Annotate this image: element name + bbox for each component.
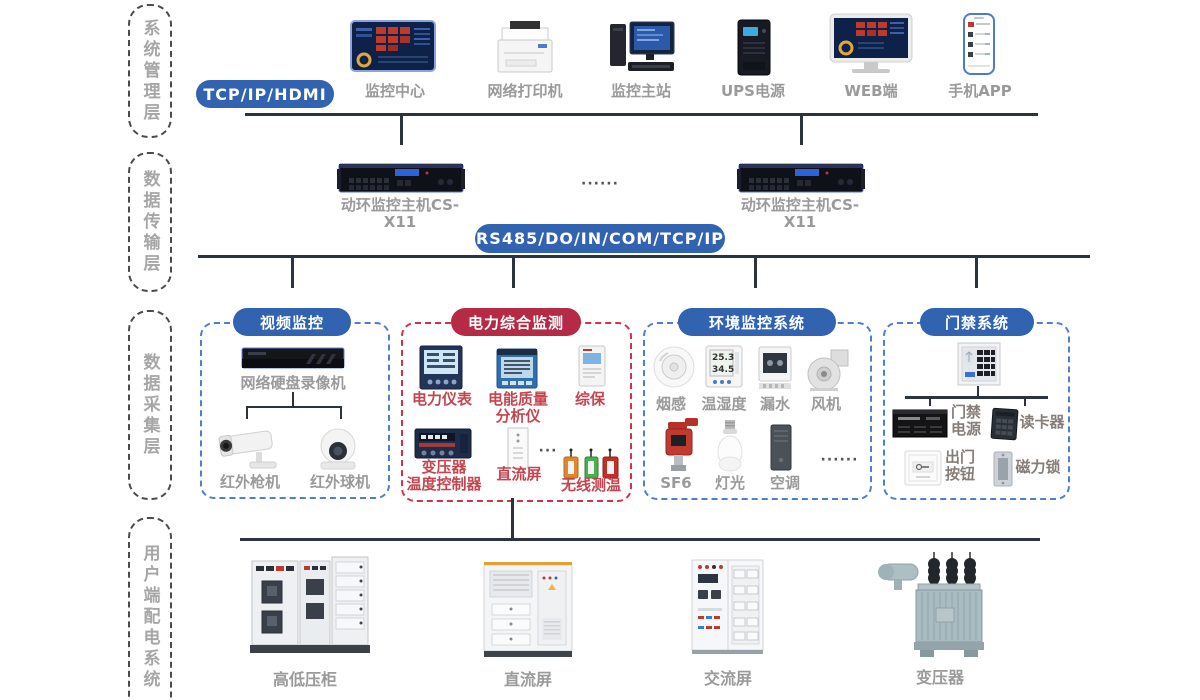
wireless-temp-sensors-image [562,448,620,480]
label-wireless-temp: 无线测温 [560,476,621,494]
label-nvr: 网络硬盘录像机 [240,374,346,392]
label-smoke-detector: 烟感 [655,395,686,413]
video-tree-stem [292,392,294,407]
dome-camera-image [314,424,362,472]
label-air-conditioner: 空调 [769,474,800,492]
connector-access-group [975,257,978,288]
bus-distribution [240,538,1040,541]
th-hum-value: 34.5 [712,365,734,375]
access-tree-bar [905,396,1048,399]
power-group-pill: 电力综合监测 [451,308,581,336]
access-group-pill: 门禁系统 [920,308,1034,336]
label-magnetic-lock: 磁力锁 [1015,458,1061,476]
ac-panel-image [690,556,765,656]
mobile-app-image [963,13,995,75]
host-left-image [337,160,465,196]
access-power-image [892,406,948,439]
label-temp-humidity: 温湿度 [701,395,747,413]
label-access-power: 门禁 电源 [950,403,981,439]
label-protection-relay: 综保 [574,390,605,408]
video-tree-left [246,408,248,419]
label-fan: 风机 [810,395,841,413]
access-tree-left [929,399,931,406]
transmission-ellipsis: ······ [581,176,619,192]
connector-host-right [800,115,803,145]
monitoring-station-image [608,18,678,78]
ac-controller-image [770,424,792,471]
connector-power-distribution [511,498,514,540]
host-right-image [737,160,865,196]
keypad-image [957,342,1001,386]
video-tree-right [340,408,342,419]
transformer-temp-controller-image [414,428,472,459]
label-exit-button: 出门 按钮 [944,448,975,484]
bus-collection [198,255,1090,258]
label-power-meter: 电力仪表 [411,390,472,408]
rs485-pill: RS485/DO/IN/COM/TCP/IP [475,224,725,253]
label-network-printer: 网络打印机 [487,82,563,100]
protection-relay-image [578,345,606,387]
connector-host-left [400,115,403,145]
label-mobile-app: 手机APP [948,82,1012,100]
label-light: 灯光 [714,474,745,492]
label-host-left: 动环监控主机CS-X11 [340,196,460,232]
video-tree-bar [246,406,342,408]
transformer-image [876,550,984,662]
label-web-terminal: WEB端 [844,82,898,100]
label-transformer: 变压器 [915,668,964,687]
layer-label-distribution: 用户端配电系统 [128,517,172,700]
power-meter-image [419,345,463,390]
hv-lv-cabinet-image [248,553,372,659]
label-water-leak: 漏水 [759,395,790,413]
th-temp-value: 25.3 [712,353,734,363]
label-monitoring-center: 监控中心 [364,82,425,100]
nvr-image [240,346,346,372]
fan-image [804,348,850,392]
label-bullet-camera: 红外枪机 [219,473,280,491]
connector-env-group [754,257,757,288]
video-group-pill: 视频监控 [233,308,351,336]
light-bulb-image [714,418,746,473]
access-tree-right [1024,399,1026,406]
monitoring-center-image [350,20,436,74]
tcp-ip-hdmi-pill: TCP/IP/HDMI [196,80,334,108]
water-leak-sensor-image [757,345,793,391]
sf6-detector-image [657,416,701,474]
exit-button-image [904,450,942,486]
layer-label-management: 系统管理层 [128,4,172,138]
label-power-quality-analyzer: 电能质量 分析仪 [487,390,548,426]
layer-label-collection: 数据采集层 [128,310,172,500]
env-group-pill: 环境监控系统 [678,308,836,336]
connector-video-group [291,257,294,288]
label-dome-camera: 红外球机 [309,473,370,491]
label-sf6: SF6 [660,474,692,492]
label-dc-panel-big: 直流屏 [503,670,552,689]
dc-panel-small-image [507,427,529,469]
dc-panel-big-image [482,558,574,658]
smoke-detector-image [651,346,697,390]
power-ellipsis: ··· [538,443,558,459]
bus-management [245,113,1038,116]
label-monitoring-station: 监控主站 [610,82,671,100]
access-tree-stem [977,386,979,397]
connector-power-group [512,257,515,288]
label-host-right: 动环监控主机CS-X11 [740,196,860,232]
card-reader-image [988,407,1020,441]
label-hv-lv-cabinet: 高低压柜 [272,670,337,689]
label-ac-panel: 交流屏 [703,669,752,688]
bullet-camera-image [216,424,286,472]
layer-label-transmission: 数据传输层 [128,152,172,292]
label-card-reader: 读卡器 [1019,413,1065,431]
env-ellipsis: ······ [820,452,859,468]
network-printer-image [494,16,556,76]
web-terminal-image [828,12,914,76]
power-quality-analyzer-image [496,348,538,389]
label-transformer-temp-controller: 变压器 温度控制器 [406,458,482,494]
magnetic-lock-image [991,450,1015,488]
label-dc-panel-small: 直流屏 [496,465,542,483]
label-ups: UPS电源 [721,82,785,100]
ups-image [732,18,776,78]
temp-humidity-sensor-image: 25.3 34.5 [704,344,744,390]
